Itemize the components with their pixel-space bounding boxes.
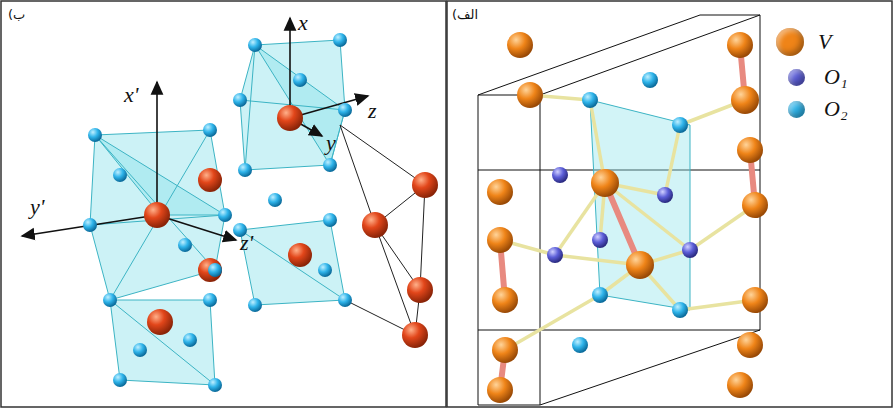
axis-label: y — [326, 132, 336, 154]
panel-letter: ب) — [8, 8, 25, 21]
axis-label: z — [368, 100, 377, 122]
legend-entry: O₁ — [782, 64, 848, 90]
legend-swatch — [788, 101, 805, 118]
legend-text: O₂ — [824, 96, 848, 122]
panel-letter: الف) — [452, 8, 478, 21]
axis-label: z' — [240, 232, 253, 254]
axis-label: x — [298, 12, 308, 34]
legend-swatch — [788, 69, 805, 86]
axis-label: y' — [30, 196, 44, 218]
axis-label: x' — [124, 84, 138, 106]
legend-text: V — [818, 29, 831, 55]
legend-text: O₁ — [824, 64, 848, 90]
legend-entry: V — [776, 28, 831, 56]
legend-entry: O₂ — [782, 96, 848, 122]
legend-swatch — [776, 28, 804, 56]
